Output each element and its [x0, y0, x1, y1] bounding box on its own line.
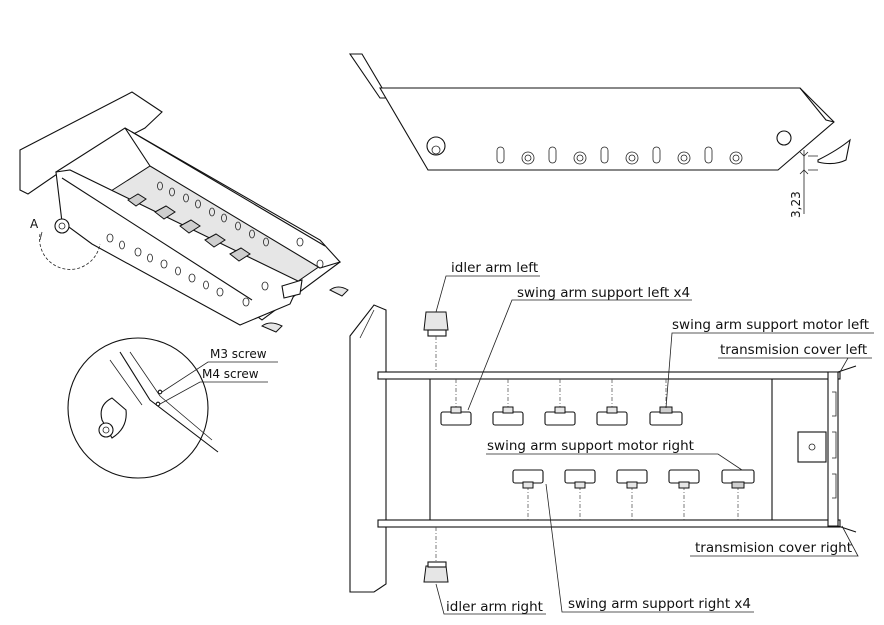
side-view: 3,23: [348, 53, 851, 218]
detail-a-view: M3 screw M4 screw: [67, 337, 278, 479]
transmision-cover-left-label: transmision cover left: [720, 342, 867, 358]
idler-arm-left-label: idler arm left: [451, 260, 538, 276]
dimension-label: 3,23: [789, 191, 803, 218]
swing-arm-support-motor-left-label: swing arm support motor left: [672, 317, 869, 333]
swing-arm-support-left-label: swing arm support left x4: [517, 285, 690, 301]
m3-screw-label: M3 screw: [210, 347, 267, 361]
detail-a-label: A: [30, 217, 39, 231]
isometric-assembly-view: A: [19, 91, 349, 333]
transmision-cover-right-label: transmision cover right: [695, 540, 852, 556]
swing-arm-support-right-label: swing arm support right x4: [568, 596, 751, 612]
top-view: idler arm left swing arm support left x4…: [349, 260, 874, 615]
swing-arm-support-motor-right-label: swing arm support motor right: [487, 438, 694, 454]
m4-screw-label: M4 screw: [202, 367, 259, 381]
idler-arm-right-label: idler arm right: [446, 599, 543, 615]
